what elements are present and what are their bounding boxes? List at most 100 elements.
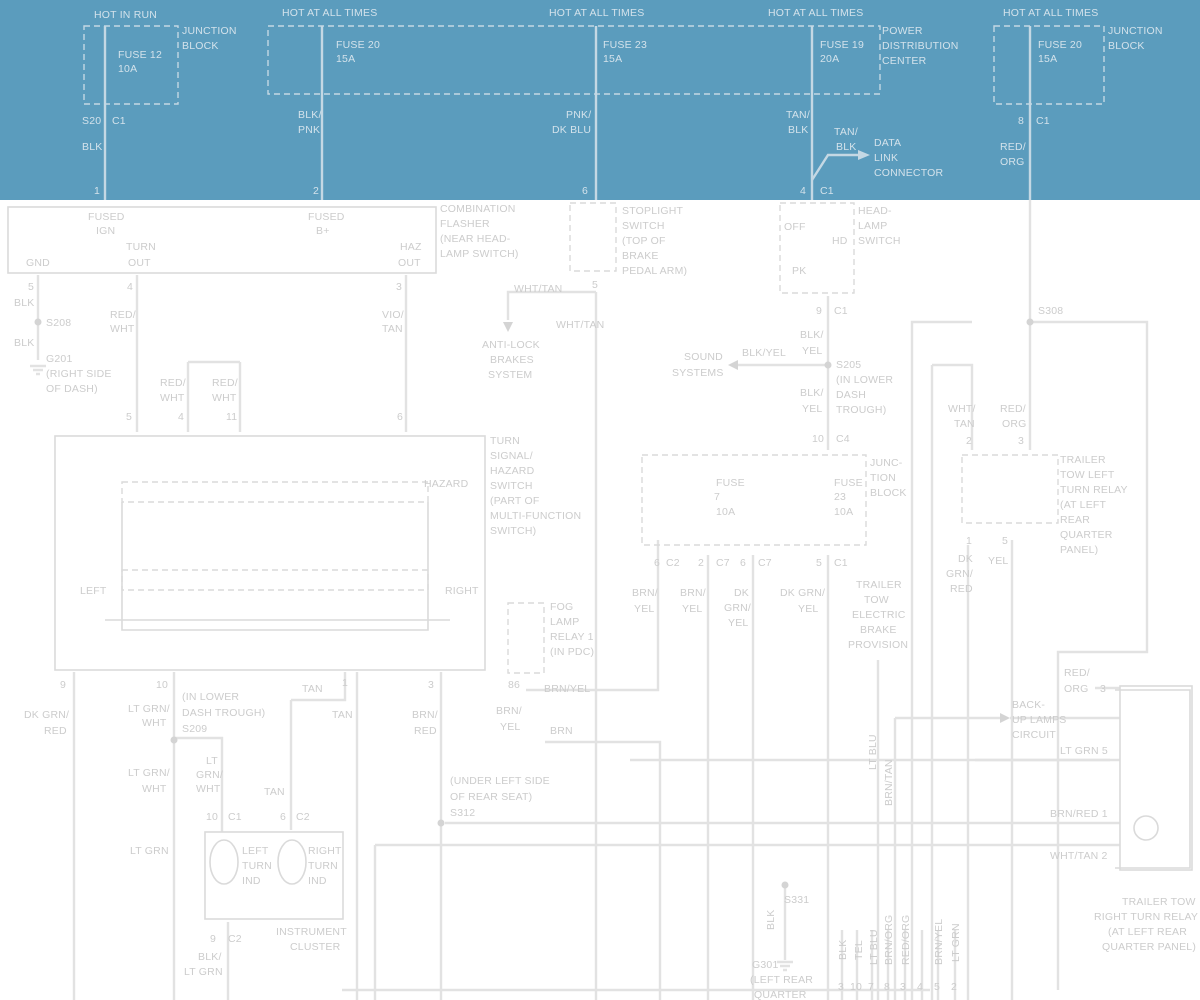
sound-label-2: SYSTEMS (672, 367, 724, 379)
cluster-left-label-3: IND (242, 875, 261, 887)
jb-label-2: BLOCK (1108, 40, 1145, 52)
fog-relay-box (507, 602, 545, 674)
wire-color-label: VIO/ (382, 309, 404, 321)
connector-label: C7 (716, 557, 730, 569)
pin-label: 6 (280, 811, 286, 823)
switch-title-4: SWITCH (490, 480, 533, 492)
fuse-label: FUSE 12 (118, 49, 162, 61)
pin-label: 2 (698, 557, 704, 569)
wire-color-label: LT BLU (868, 929, 880, 965)
header-labels: HOT IN RUN HOT AT ALL TIMES HOT AT ALL T… (82, 7, 1162, 197)
wire-color-label: BLK (836, 141, 856, 153)
left-relay-label-6: QUARTER (1060, 529, 1113, 541)
pin-label: 6 (397, 411, 403, 423)
wire-color-label: BRN/RED 1 (1050, 808, 1108, 820)
wire-color-label: YEL (798, 603, 818, 615)
wire-color-label: BLK (788, 124, 808, 136)
ground-label-3: QUARTER (754, 989, 807, 1000)
wire-color-label: PNK (298, 124, 320, 136)
jb-label: JUNCTION (182, 25, 237, 37)
wire-color-label: BRN/TAN (883, 759, 895, 806)
switch-title-2: SIGNAL/ (490, 450, 533, 462)
wire-color-label: PNK/ (566, 109, 591, 121)
flasher-turn-label-2: OUT (128, 257, 151, 269)
left-relay-label-3: TURN RELAY (1060, 484, 1128, 496)
cluster-right-label-3: IND (308, 875, 327, 887)
headlamp-label-3: SWITCH (858, 235, 901, 247)
dlc-label-3: CONNECTOR (874, 167, 943, 179)
wire-color-label: BLK (14, 337, 34, 349)
wire-color-label: RED/ (1064, 667, 1090, 679)
flasher-fused-ign-label-2: IGN (96, 225, 115, 237)
pin-label: 10 (850, 981, 862, 993)
dlc-arrow-icon (858, 150, 870, 160)
flasher-fused-ign-label: FUSED (88, 211, 125, 223)
switch-title: TURN (490, 435, 520, 447)
wire-color-label: WHT (110, 323, 135, 335)
wire-color-label: LT GRN 5 (1060, 745, 1108, 757)
combination-flasher-box (7, 206, 437, 274)
ground-label-3: OF DASH) (46, 383, 98, 395)
left-relay-box (961, 454, 1059, 524)
fog-relay-label-2: LAMP (550, 616, 579, 628)
connector-label: C1 (820, 185, 834, 197)
splice-note-2: DASH (836, 389, 866, 401)
label-layer: FUSED IGN FUSED B+ TURN OUT HAZ OUT GND … (14, 203, 1198, 1000)
switch-hd-label: HD (832, 235, 848, 247)
hazard-label: HAZARD (424, 478, 469, 490)
splice-label: S312 (450, 807, 475, 819)
flasher-title-4: LAMP SWITCH) (440, 248, 519, 260)
instrument-cluster-box (204, 831, 344, 920)
splice-label: S209 (182, 723, 207, 735)
cluster-left-label-2: TURN (242, 860, 272, 872)
wire-color-label: BRN/ (496, 705, 522, 717)
switch-off-label: OFF (784, 221, 806, 233)
pdc-label: POWER (882, 25, 923, 37)
pin-label: 9 (816, 305, 822, 317)
wire-color-label: GRN/ (946, 568, 973, 580)
pin-label: 86 (508, 679, 520, 691)
jb-label-2: BLOCK (182, 40, 219, 52)
stoplight-label-3: (TOP OF (622, 235, 666, 247)
fuse-amp-label: 15A (603, 53, 622, 65)
right-relay-label-4: QUARTER PANEL) (1102, 941, 1196, 953)
headlamp-label-2: LAMP (858, 220, 887, 232)
cluster-title-2: CLUSTER (290, 941, 341, 953)
splice-note-3: TROUGH) (836, 404, 886, 416)
wire-color-label: DK GRN/ (24, 709, 69, 721)
wire-color-label: BLK (765, 910, 777, 930)
switch-title-5: (PART OF (490, 495, 539, 507)
fuse-label: FUSE 23 (603, 39, 647, 51)
connector-label: C7 (758, 557, 772, 569)
wire-color-label: GRN/ (196, 769, 223, 781)
wire-color-label: BRN/YEL (544, 683, 590, 695)
flasher-title-2: FLASHER (440, 218, 490, 230)
wire-layer (36, 200, 1149, 1000)
header-wires (83, 25, 1105, 200)
wire-color-label: RED (414, 725, 437, 737)
splice-note-2: DASH TROUGH) (182, 707, 265, 719)
wire-color-label: TAN (302, 683, 323, 695)
pin-label: 4 (127, 281, 133, 293)
wire-color-label: RED/ (1000, 403, 1026, 415)
wire-color-label: WHT/TAN (514, 283, 562, 295)
fuse-amp-label: 15A (336, 53, 355, 65)
pin-label: 10 (206, 811, 218, 823)
cluster-title: INSTRUMENT (276, 926, 347, 938)
wire-color-label: RED (950, 583, 973, 595)
pin-label: 1 (342, 677, 348, 689)
headlamp-switch-box (779, 202, 855, 294)
pin-label: 4 (178, 411, 184, 423)
wire-color-label: ORG (1000, 156, 1025, 168)
left-relay-label-2: TOW LEFT (1060, 469, 1115, 481)
sound-arrow-icon (728, 360, 738, 370)
wire-color-label: BRN (550, 725, 573, 737)
pdc-label-2: DISTRIBUTION (882, 40, 959, 52)
wire-color-label: RED/ (212, 377, 238, 389)
left-relay-label: TRAILER (1060, 454, 1106, 466)
connector-label: C1 (1036, 115, 1050, 127)
pin-label: 5 (28, 281, 34, 293)
right-relay-label: TRAILER TOW (1122, 896, 1196, 908)
switch-title-6: MULTI-FUNCTION (490, 510, 581, 522)
